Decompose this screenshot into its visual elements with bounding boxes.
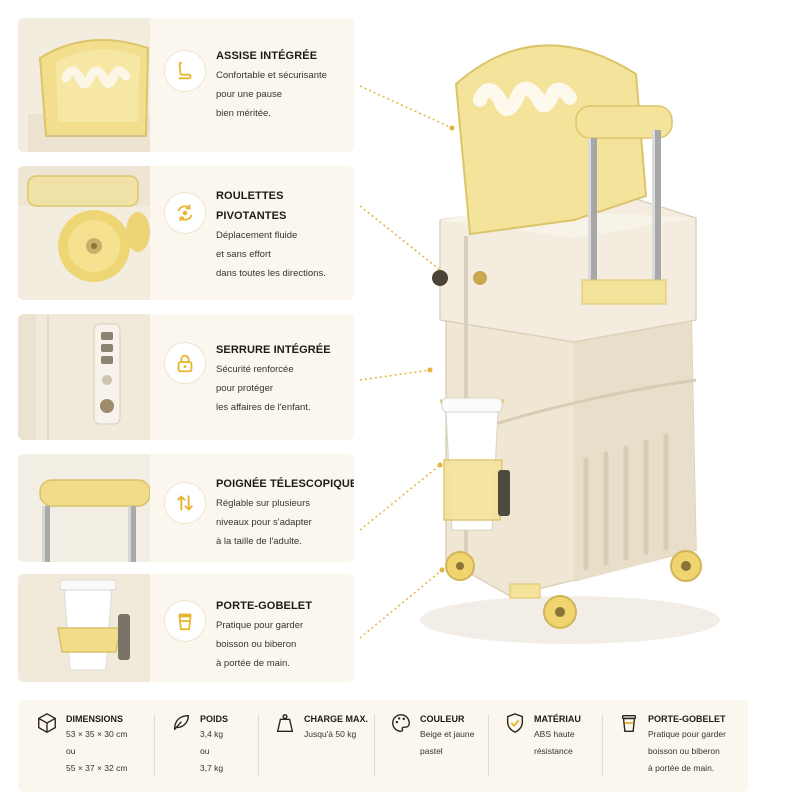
specs-bar: DIMENSIONS 53 × 35 × 30 cm ou 55 × 37 × … — [18, 700, 748, 792]
feature-card-wheels: ROULETTES PIVOTANTES Déplacement fluide … — [18, 166, 354, 300]
handle-closeup-image — [18, 454, 150, 562]
lock-closeup-image — [18, 314, 150, 440]
feature-desc-line: Confortable et sécurisante — [216, 70, 327, 81]
wheel-closeup-image — [18, 166, 150, 300]
spec-title: PORTE-GOBELET — [648, 714, 726, 724]
divider — [602, 714, 603, 776]
spec-line: à portée de main. — [648, 763, 715, 773]
spec-line: 55 × 37 × 32 cm — [66, 763, 128, 773]
feather-icon — [173, 714, 190, 731]
cup-icon — [164, 600, 206, 642]
spec-line: 3,7 kg — [200, 763, 224, 773]
padlock-icon — [164, 342, 206, 384]
spec-line: ABS haute — [534, 729, 575, 739]
spec-line: pastel — [420, 746, 443, 756]
cupholder-photo — [18, 574, 150, 682]
divider — [154, 714, 155, 776]
feature-desc-line: Réglable sur plusieurs — [216, 498, 310, 509]
feature-card-cupholder: PORTE-GOBELET Pratique pour garder boiss… — [18, 574, 354, 682]
feature-desc-line: boisson ou biberon — [216, 639, 297, 650]
divider — [374, 714, 375, 776]
feature-title: SERRURE INTÉGRÉE — [216, 344, 331, 356]
feature-desc-line: pour protéger — [216, 383, 274, 394]
up-down-arrows-icon — [164, 482, 206, 524]
spec-line: boisson ou biberon — [648, 746, 720, 756]
feature-title: ROULETTES — [216, 190, 284, 202]
wheels — [445, 550, 702, 629]
feature-desc-line: à la taille de l'adulte. — [216, 536, 302, 547]
feature-desc-line: bien méritée. — [216, 108, 271, 119]
spec-line: résistance — [534, 746, 573, 756]
spec-line: ou — [66, 746, 76, 756]
feature-desc-line: à portée de main. — [216, 658, 290, 669]
spec-line: ou — [200, 746, 210, 756]
feature-title: PORTE-GOBELET — [216, 600, 313, 612]
spec-line: Beige et jaune — [420, 729, 475, 739]
rotate-arrows-icon — [164, 192, 206, 234]
leader-lines — [360, 85, 453, 639]
feature-title: POIGNÉE TÉLESCOPIQUE — [216, 478, 354, 490]
spec-title: DIMENSIONS — [66, 714, 124, 724]
spec-title: CHARGE MAX. — [304, 714, 369, 724]
palette-icon — [392, 714, 410, 732]
feature-desc-line: Pratique pour garder — [216, 620, 304, 631]
feature-desc-line: Sécurité renforcée — [216, 364, 294, 375]
feature-card-seat: ASSISE INTÉGRÉE Confortable et sécurisan… — [18, 18, 354, 152]
feature-desc-line: Déplacement fluide — [216, 230, 298, 241]
box-icon — [38, 713, 56, 733]
spec-line: Pratique pour garder — [648, 729, 726, 739]
weight-icon — [276, 714, 294, 732]
handle-photo — [18, 454, 150, 562]
feature-card-handle: POIGNÉE TÉLESCOPIQUE Réglable sur plusie… — [18, 454, 354, 562]
feature-desc-line: pour une pause — [216, 89, 283, 100]
shield-check-icon — [506, 713, 524, 733]
spec-title: MATÉRIAU — [534, 714, 581, 724]
cup-icon — [621, 714, 637, 732]
feature-desc-line: niveaux pour s'adapter — [216, 517, 312, 528]
seat-photo — [18, 18, 150, 152]
seat-closeup-image — [18, 18, 150, 152]
spec-line: Jusqu'à 50 kg — [304, 729, 357, 739]
divider — [488, 714, 489, 776]
feature-title-line2: PIVOTANTES — [216, 210, 287, 222]
feature-desc-line: les affaires de l'enfant. — [216, 402, 311, 413]
lock-photo — [18, 314, 150, 440]
spec-title: POIDS — [200, 714, 229, 724]
feature-title: ASSISE INTÉGRÉE — [216, 50, 318, 62]
spec-title: COULEUR — [420, 714, 465, 724]
suitcase-product-image — [360, 44, 720, 644]
feature-desc-line: dans toutes les directions. — [216, 268, 326, 279]
cup-closeup-image — [18, 574, 150, 682]
wheels-photo — [18, 166, 150, 300]
feature-card-lock: SERRURE INTÉGRÉE Sécurité renforcée pour… — [18, 314, 354, 440]
spec-line: 3,4 kg — [200, 729, 224, 739]
divider — [258, 714, 259, 776]
seat-icon — [164, 50, 206, 92]
spec-line: 53 × 35 × 30 cm — [66, 729, 128, 739]
feature-desc-line: et sans effort — [216, 249, 271, 260]
